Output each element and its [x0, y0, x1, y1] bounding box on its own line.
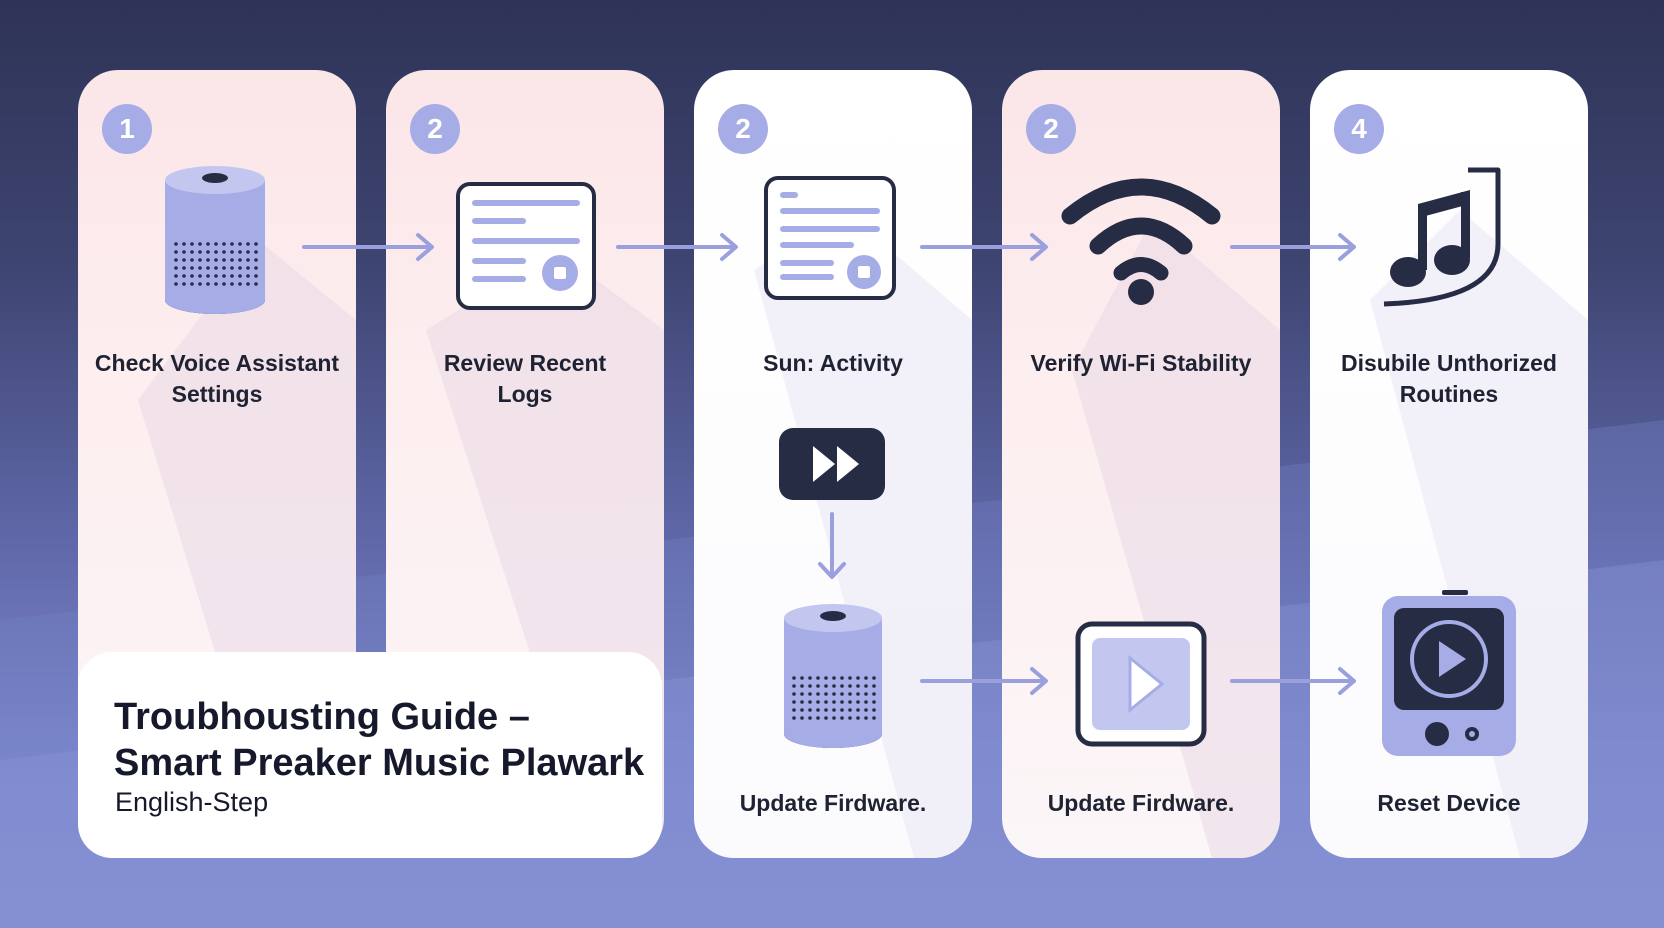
smart-speaker-icon — [784, 604, 882, 748]
step-label: Verify Wi-Fi Stability — [1002, 348, 1280, 379]
step-label: Reset Device — [1310, 788, 1588, 819]
guide-subtitle: English-Step — [115, 787, 269, 817]
step-card-5: 4 Disubile Unthorized Routines Reset Dev… — [1310, 70, 1588, 858]
log-window-icon — [456, 182, 596, 310]
flow-arrow — [920, 667, 1048, 695]
guide-title-panel: Troubhousting Guide – Smart Preaker Musi… — [78, 652, 662, 858]
step-label-line: Sun: Activity — [763, 350, 903, 376]
play-button-icon[interactable] — [1074, 620, 1208, 748]
flow-arrow — [1230, 667, 1356, 695]
media-player-device-icon[interactable] — [1382, 590, 1516, 756]
guide-title-line-1: Troubhousting Guide – — [114, 696, 530, 738]
step-label: Sun: Activity — [694, 348, 972, 379]
step-label-line: Update Firdware. — [739, 790, 927, 816]
down-arrow — [818, 512, 846, 579]
step-label-line: Update Firdware. — [1047, 790, 1235, 816]
step-badge: 1 — [102, 104, 152, 154]
step-label-line: Check Voice Assistant — [94, 350, 340, 376]
smart-speaker-icon — [165, 166, 265, 314]
step-label: Check Voice Assistant Settings — [78, 348, 356, 410]
wifi-icon — [1061, 178, 1221, 305]
step-label-line: Disubile Unthorized — [1341, 350, 1557, 376]
step-label-line: Logs — [497, 381, 553, 407]
step-label-line: Verify Wi-Fi Stability — [1030, 350, 1252, 376]
step-label: Disubile Unthorized Routines — [1310, 348, 1588, 410]
music-note-icon — [1383, 167, 1501, 307]
step-badge: 2 — [1026, 104, 1076, 154]
step-label-line: Settings — [171, 381, 263, 407]
step-label-line: Reset Device — [1377, 790, 1521, 816]
step-card-4: 2 Verify Wi-Fi Stability Update Firdware… — [1002, 70, 1280, 858]
flow-arrow — [1230, 233, 1356, 261]
step-label: Update Firdware. — [694, 788, 972, 819]
step-badge: 4 — [1334, 104, 1384, 154]
log-window-icon — [764, 176, 896, 300]
fast-forward-icon[interactable] — [779, 428, 885, 500]
guide-title-line-2: Smart Preaker Music Plawark — [114, 742, 645, 784]
step-badge: 2 — [718, 104, 768, 154]
step-label: Review Recent Logs — [386, 348, 664, 410]
step-badge: 2 — [410, 104, 460, 154]
step-label-line: Review Recent — [443, 350, 607, 376]
step-label-line: Routines — [1399, 381, 1499, 407]
step-label: Update Firdware. — [1002, 788, 1280, 819]
step-card-3: 2 Sun: Activity — [694, 70, 972, 858]
flow-arrow — [616, 233, 738, 261]
flow-arrow — [920, 233, 1048, 261]
flow-arrow — [302, 233, 434, 261]
